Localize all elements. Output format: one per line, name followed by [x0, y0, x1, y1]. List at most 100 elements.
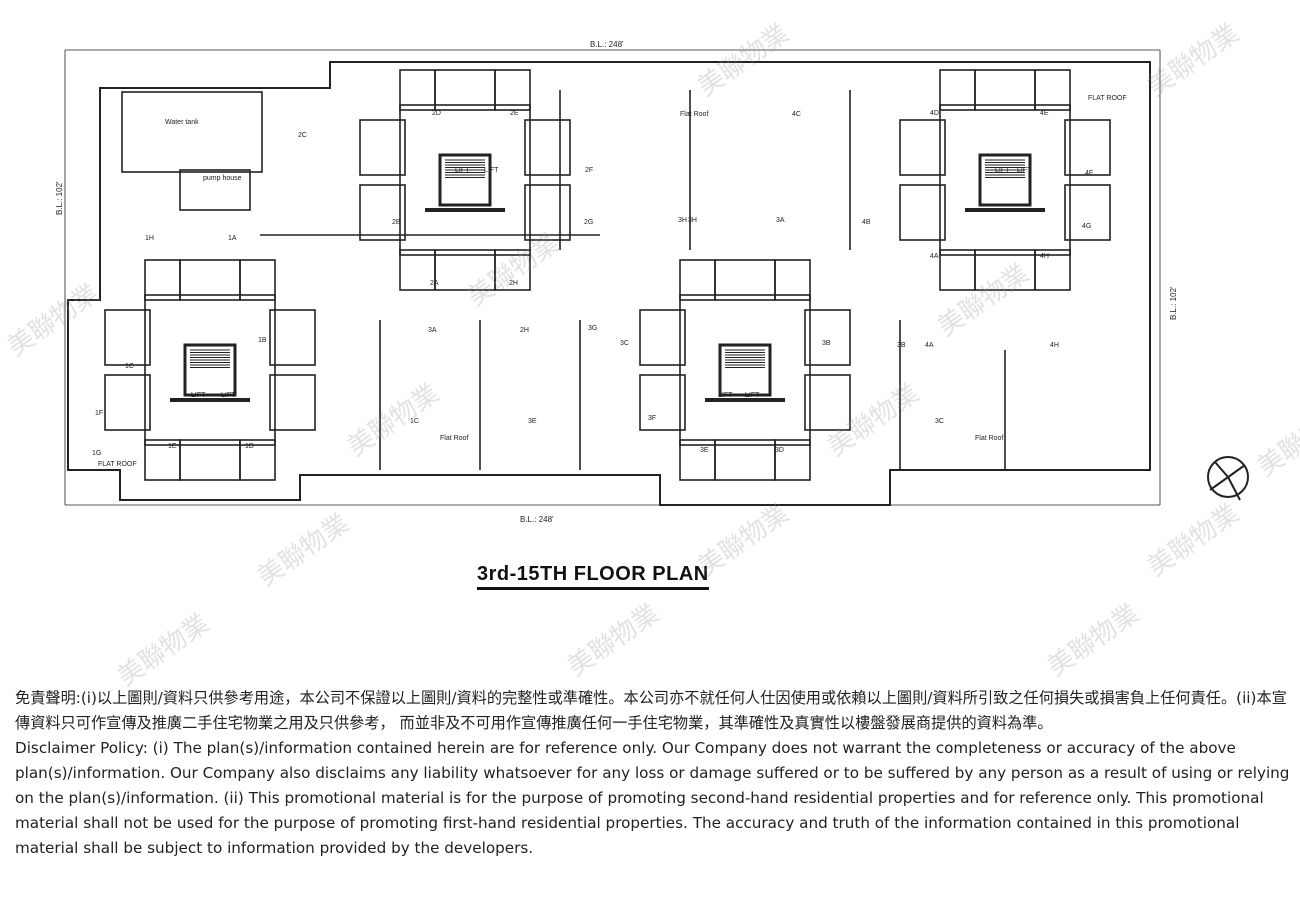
- wall: [269, 309, 316, 366]
- wall: [939, 249, 976, 291]
- room-label: 3E: [528, 418, 537, 425]
- room-label: 4G: [1082, 223, 1091, 230]
- room-label: LIFT: [995, 167, 1010, 174]
- room-label: 4E: [1040, 110, 1049, 117]
- room-label: 2D: [432, 110, 441, 117]
- room-label: 3B: [822, 340, 831, 347]
- wall: [64, 49, 1161, 506]
- room-label: FLAT ROOF: [1088, 95, 1127, 102]
- room-label: 1C: [125, 363, 134, 370]
- wall: [179, 439, 241, 481]
- wall: [899, 119, 946, 176]
- wall: [639, 374, 686, 431]
- wall: [804, 374, 851, 431]
- wall: [144, 439, 181, 481]
- room-label: 1D: [245, 443, 254, 450]
- room-label: Water tank: [165, 119, 199, 126]
- room-label: 1C: [410, 418, 419, 425]
- room-label: 3E: [700, 447, 709, 454]
- wall: [239, 259, 276, 301]
- room-label: 1H: [145, 235, 154, 242]
- room-label: 2H: [509, 280, 518, 287]
- room-label: 3A: [428, 327, 437, 334]
- wall: [438, 153, 492, 207]
- room-label: 2B: [392, 219, 401, 226]
- room-label: 3F: [648, 415, 656, 422]
- room-label: 3H: [678, 217, 687, 224]
- wall: [434, 249, 496, 291]
- room-label: 3C: [935, 418, 944, 425]
- wall: [978, 153, 1032, 207]
- wall: [974, 69, 1036, 111]
- wall: [679, 259, 716, 301]
- wall: [399, 104, 531, 256]
- room-label: 2A: [430, 280, 439, 287]
- wall: [804, 309, 851, 366]
- wall: [359, 119, 406, 176]
- room-label: LIFT: [718, 392, 733, 399]
- room-label: 1A: [228, 235, 237, 242]
- wall: [679, 439, 716, 481]
- room-label: 4H: [1050, 342, 1059, 349]
- disclaimer-english: Disclaimer Policy: (i) The plan(s)/infor…: [15, 739, 1290, 857]
- room-label: Flat Roof: [680, 111, 708, 118]
- wall: [1034, 69, 1071, 111]
- wall: [899, 184, 946, 241]
- disclaimer: 免責聲明:(i)以上圖則/資料只供參考用途，本公司不保證以上圖則/資料的完整性或…: [15, 686, 1290, 861]
- room-label: 3D: [775, 447, 784, 454]
- wall: [67, 61, 1151, 506]
- wall: [679, 294, 811, 446]
- wall: [774, 439, 811, 481]
- room-label: 4A: [925, 342, 934, 349]
- wall: [718, 343, 772, 397]
- wall: [939, 104, 1071, 256]
- room-label: 3H: [688, 217, 697, 224]
- room-label: 4B: [862, 219, 871, 226]
- wall: [434, 69, 496, 111]
- wall: [524, 184, 571, 241]
- wall: [104, 374, 151, 431]
- wall: [939, 69, 976, 111]
- dimension-bottom: B.L.: 248': [520, 515, 554, 524]
- wall: [399, 249, 436, 291]
- room-label: FLAT ROOF: [98, 461, 137, 468]
- room-label: 1G: [92, 450, 101, 457]
- disclaimer-chinese: 免責聲明:(i)以上圖則/資料只供參考用途，本公司不保證以上圖則/資料的完整性或…: [15, 689, 1287, 732]
- plan-title: 3rd-15TH FLOOR PLAN: [477, 563, 709, 590]
- wall: [774, 259, 811, 301]
- room-label: 1F: [95, 410, 103, 417]
- wall: [144, 259, 181, 301]
- north-arrow-icon: [1207, 456, 1249, 501]
- room-label: LIFT: [745, 392, 760, 399]
- room-label: 4C: [792, 111, 801, 118]
- room-label: 1B: [258, 337, 267, 344]
- room-label: 4H: [1040, 253, 1049, 260]
- room-label: LIFT: [455, 167, 470, 174]
- wall: [144, 294, 276, 446]
- wall: [494, 249, 531, 291]
- dimension-top: B.L.: 248': [590, 40, 624, 49]
- room-label: 2F: [585, 167, 593, 174]
- wall: [239, 439, 276, 481]
- room-label: LIFT: [221, 392, 236, 399]
- wall: [104, 309, 151, 366]
- wall: [359, 184, 406, 241]
- room-label: LIFT: [484, 167, 499, 174]
- dimension-left: B.L.: 102': [55, 181, 64, 215]
- room-label: Flat Roof: [440, 435, 468, 442]
- room-label: 4D: [930, 110, 939, 117]
- wall: [183, 343, 237, 397]
- wall: [121, 91, 263, 173]
- wall: [399, 69, 436, 111]
- room-label: LIFT: [191, 392, 206, 399]
- wall: [1034, 249, 1071, 291]
- room-label: 2E: [510, 110, 519, 117]
- wall: [179, 169, 251, 211]
- room-label: 2C: [298, 132, 307, 139]
- dimension-right: B.L.: 102': [1169, 286, 1178, 320]
- wall: [179, 259, 241, 301]
- room-label: 3B: [897, 342, 906, 349]
- wall: [714, 259, 776, 301]
- wall: [269, 374, 316, 431]
